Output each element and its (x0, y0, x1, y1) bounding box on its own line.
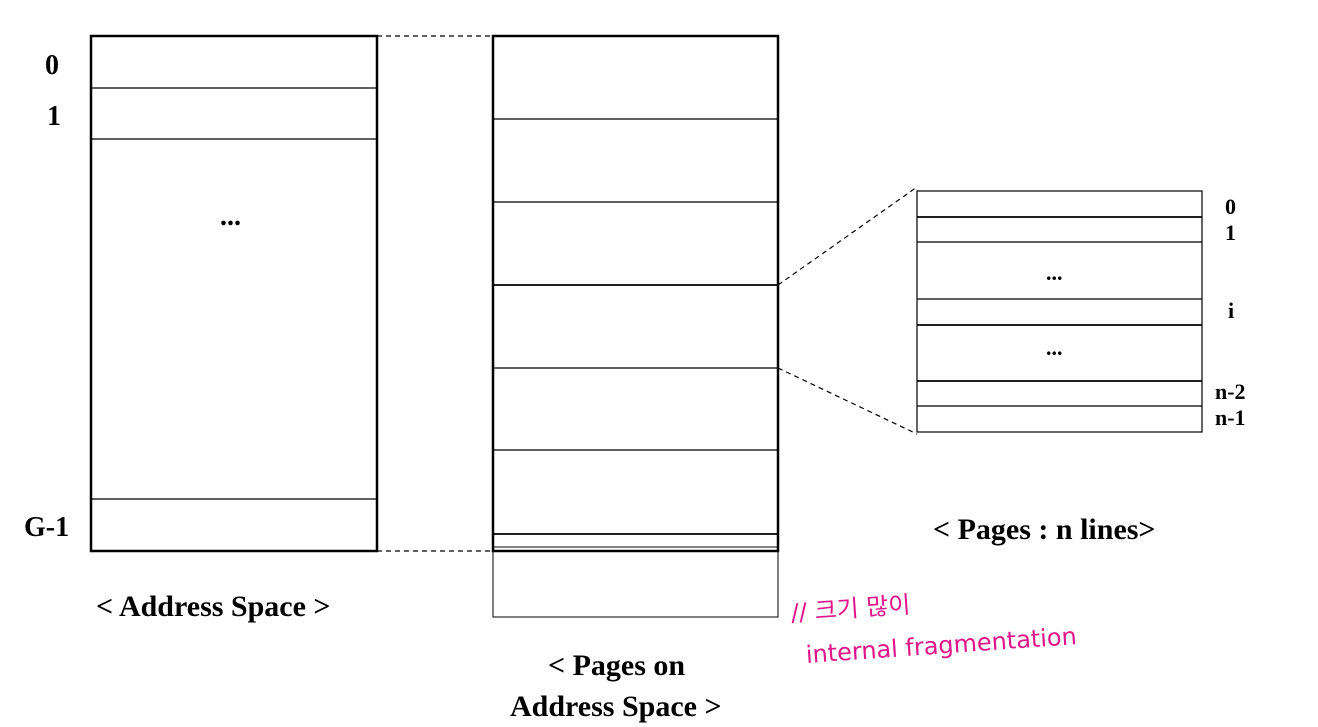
address-space-block (89, 34, 379, 553)
pages-caption-line1: < Pages on (548, 649, 686, 682)
zoom-connector-bottom (777, 367, 918, 435)
pages-block (491, 34, 780, 618)
pages-caption-line2: Address Space > (510, 690, 722, 723)
page-lines-caption: < Pages : n lines> (933, 513, 1156, 546)
address-space-caption: < Address Space > (96, 590, 331, 623)
line-label-n-1: n-1 (1215, 405, 1246, 430)
line-ellipsis-top: ... (1046, 260, 1063, 285)
address-label-0: 0 (45, 50, 59, 81)
line-label-n-2: n-2 (1215, 379, 1246, 404)
address-label-last: G-1 (24, 512, 70, 543)
line-label-1: 1 (1225, 220, 1236, 245)
address-label-1: 1 (47, 101, 61, 132)
page-lines-block (916, 190, 1203, 433)
line-label-0: 0 (1225, 194, 1236, 219)
zoom-connector-top (777, 186, 918, 286)
address-ellipsis: ... (220, 201, 241, 232)
line-ellipsis-bottom: ... (1046, 335, 1063, 360)
line-label-i: i (1228, 298, 1235, 323)
